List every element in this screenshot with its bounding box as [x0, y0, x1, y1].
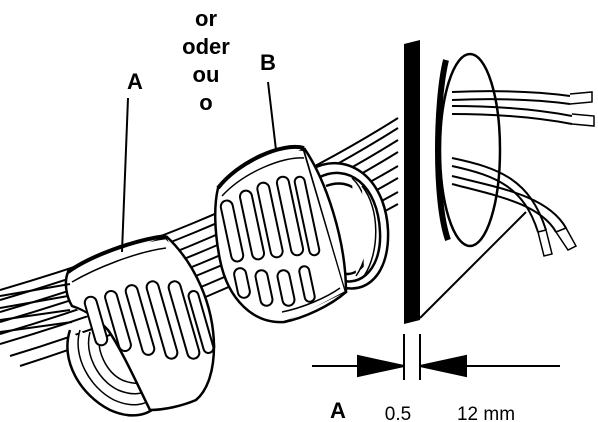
bushing-a-grip-slots [83, 280, 215, 360]
label-bushing-a: A [127, 69, 143, 94]
alt-word-4: o [199, 90, 212, 115]
dimension-max-value: 12 mm [457, 404, 515, 422]
arrow-left-icon [419, 354, 467, 378]
label-bushing-b: B [260, 50, 276, 75]
alt-word-3: ou [193, 62, 220, 87]
dimension-label: A [330, 398, 346, 422]
thickness-dimension [312, 334, 560, 380]
cable-bundle [0, 117, 399, 367]
dimension-min-value: 0.5 [385, 404, 411, 422]
detail-hole-view [419, 52, 595, 319]
panel-wall [404, 40, 420, 324]
cable-bundle-front-left [0, 283, 73, 333]
bushing-b-grip-slots [219, 175, 321, 307]
leader-bushing-a [121, 97, 129, 253]
arrow-right-icon [357, 354, 405, 378]
alt-word-2: oder [182, 34, 230, 59]
alt-word-1: or [195, 6, 217, 31]
leader-bushing-b [267, 81, 277, 151]
